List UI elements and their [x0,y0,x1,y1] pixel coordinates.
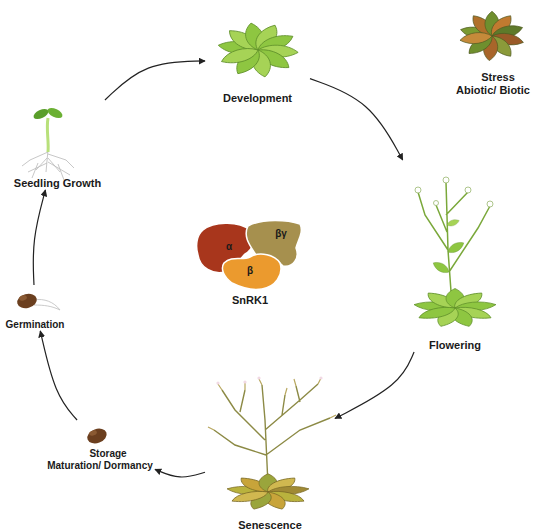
stage-label: Storage Maturation/ Dormancy [46,448,154,472]
stage-node: Storage Maturation/ Dormancy [45,420,155,472]
illustration-part [48,154,74,168]
subunit-shape: β [220,251,284,291]
illustration-part [22,152,48,166]
illustration-part [431,218,465,276]
stage-label: SnRK1 [190,294,310,307]
illustration-part [88,429,97,436]
cycle-arrow [335,352,414,419]
illustration-part [415,187,421,193]
cycle-arrow [105,61,205,100]
illustration-part [225,474,310,511]
subunit-blob [222,254,281,289]
illustration-part [319,376,322,379]
illustration-part [227,489,272,505]
rosette-illustration [217,22,299,78]
germinating-seed-illustration [16,292,60,311]
cycle-arrow [33,190,45,285]
stage-node: Development [205,15,310,105]
senescent-plant-illustration [208,376,336,510]
illustration-part [208,378,336,430]
cycle-arrow [310,79,403,160]
illustration-part [446,239,466,255]
illustration-part [48,162,70,175]
stage-label: Flowering [400,339,510,352]
illustration-part [46,106,64,120]
illustration-part [22,150,74,180]
illustration-part [243,380,246,383]
illustration-part [434,201,439,206]
stage-label: Stress Abiotic/ Biotic [451,71,535,97]
illustration-part [465,187,471,193]
illustration-part [32,163,38,178]
subunit-label: β [247,265,253,277]
seed-illustration [85,426,109,446]
illustration-part [446,218,460,228]
stage-label: Development [205,92,310,105]
illustration-part [46,150,48,172]
illustration-part [459,31,493,46]
illustration-part [216,376,322,384]
subunit-label: α [226,241,232,253]
complex-node: SnRK1 α βγ β [190,215,310,307]
illustration-part [418,182,490,305]
illustration-part [431,259,451,275]
illustration-part [443,177,449,183]
stage-node: Flowering [400,160,510,352]
illustration-part [208,378,336,430]
illustration-part [214,384,330,485]
illustration-part [18,295,27,302]
cycle-arrow [155,469,205,477]
illustration-part [34,299,60,310]
illustration-part [218,45,262,67]
stage-label: Seedling Growth [5,177,110,190]
illustration-part [412,289,497,328]
stage-node: Stress Abiotic/ Biotic [440,3,546,97]
illustration-part [216,381,219,384]
illustration-part [414,304,459,321]
stage-node: Senescence [205,372,335,532]
illustration-part [487,201,493,207]
illustration-part [257,376,260,379]
illustration-part [46,118,50,152]
subunit-label: βγ [275,228,287,240]
stressed-rosette-illustration [459,11,525,61]
cycle-arrow [40,331,77,420]
seedling-illustration [22,106,74,180]
illustration-part [16,292,39,311]
illustration-part [415,177,493,207]
stage-label: Senescence [205,519,335,532]
stage-node: Germination [0,285,70,331]
illustration-part [32,107,50,121]
flowering-plant-illustration [412,177,497,328]
illustration-part [85,426,109,446]
stage-node: Seedling Growth [5,100,110,190]
stage-label: Germination [0,319,70,331]
